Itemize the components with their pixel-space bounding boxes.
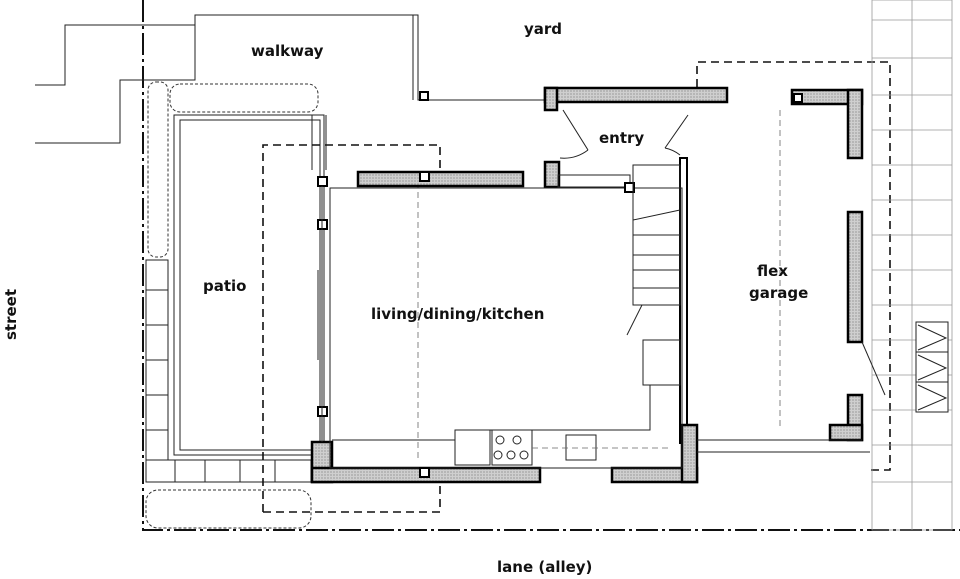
patio-area xyxy=(145,114,327,483)
paving-grid xyxy=(871,0,953,531)
walkway-outline xyxy=(35,14,545,144)
label-yard: yard xyxy=(524,20,562,38)
label-lane: lane (alley) xyxy=(497,558,592,576)
entry-doors xyxy=(559,109,689,159)
bins xyxy=(915,321,949,413)
stairs xyxy=(626,164,681,386)
label-entry: entry xyxy=(599,129,644,147)
property-boundary xyxy=(142,0,960,531)
label-walkway: walkway xyxy=(251,42,324,60)
hedge xyxy=(145,81,319,529)
label-garage-line1: flex xyxy=(757,262,788,280)
label-patio: patio xyxy=(203,277,246,295)
garage-walls xyxy=(697,88,886,453)
label-living-dining-kitchen: living/dining/kitchen xyxy=(371,305,544,323)
label-street: street xyxy=(2,289,20,340)
house-walls xyxy=(310,86,729,484)
label-garage-line2: garage xyxy=(749,284,808,302)
upper-floor-outline xyxy=(262,61,891,513)
kitchen-counter xyxy=(332,385,670,466)
